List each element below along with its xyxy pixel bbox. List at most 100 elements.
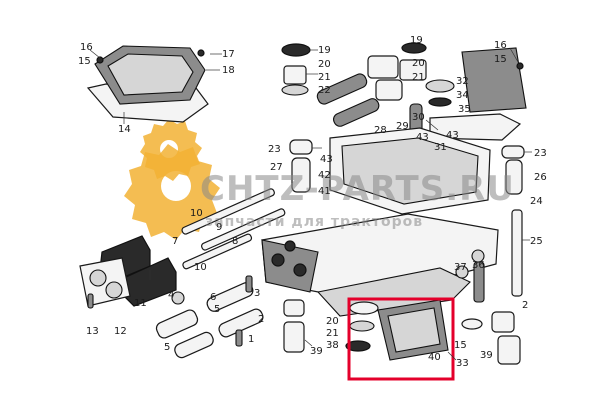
leader — [425, 119, 439, 131]
bushing-2-right — [491, 311, 515, 333]
port-3 — [284, 240, 296, 252]
callout: 15 — [78, 56, 91, 67]
callout: 36 — [472, 260, 485, 271]
housing-top-face — [341, 137, 479, 205]
callout: 27 — [270, 162, 283, 173]
callout: 28 — [374, 125, 387, 136]
callout: 37 — [454, 262, 467, 273]
callout: 39 — [480, 350, 493, 361]
callout: 23 — [268, 144, 281, 155]
callout: 10 — [190, 208, 203, 219]
leader — [509, 47, 519, 63]
ring-38 — [345, 340, 371, 352]
callout: 20 — [318, 59, 331, 70]
sleeve-right-mid — [375, 79, 403, 101]
callout: 39 — [310, 346, 323, 357]
callout: 33 — [456, 358, 469, 369]
callout-numbers: 16 15 17 18 14 19 20 21 22 28 29 30 43 1… — [78, 35, 547, 369]
callout: 38 — [326, 340, 339, 351]
callout: 2 — [258, 314, 264, 325]
valve-spools-left — [281, 43, 423, 141]
cover-plate-40-inner — [387, 307, 441, 353]
left-shafts — [79, 188, 286, 309]
callout: 10 — [194, 262, 207, 273]
callout: 40 — [428, 352, 441, 363]
callout: 41 — [318, 186, 331, 197]
callout: 22 — [318, 85, 331, 96]
sleeve-6 — [218, 308, 264, 338]
callout: 8 — [232, 236, 238, 247]
ring-21-left — [281, 84, 309, 96]
callout: 5 — [214, 304, 220, 315]
sleeve-20-right — [399, 59, 427, 81]
callout: 30 — [412, 112, 425, 123]
callout: 17 — [222, 49, 235, 60]
pin-13 — [87, 293, 94, 309]
callout: 35 — [458, 104, 471, 115]
callout: 21 — [412, 72, 425, 83]
washer-37 — [455, 265, 469, 279]
callout: 43 — [320, 154, 333, 165]
callout: 14 — [118, 124, 131, 135]
washer-7 — [171, 291, 185, 305]
flange-hole-1 — [89, 269, 107, 287]
sleeve-20-left — [283, 65, 307, 85]
callout: 19 — [318, 45, 331, 56]
rod-23-left — [289, 139, 313, 155]
cap-19-left — [281, 43, 311, 57]
callout: 9 — [216, 222, 222, 233]
gear-small-shape — [140, 119, 202, 181]
valve-spools-right — [399, 42, 527, 141]
callout: 26 — [534, 172, 547, 183]
callout: 16 — [80, 42, 93, 53]
leader — [304, 339, 313, 347]
bushing-2-left — [283, 299, 305, 317]
callout: 42 — [318, 170, 331, 181]
filter-cover-inner — [107, 53, 194, 96]
callout: 32 — [456, 76, 469, 87]
watermark-text: CHTZ-PARTS.RU запчасти для тракторов — [200, 169, 515, 230]
spool-28 — [333, 98, 380, 127]
callout: 5 — [164, 342, 170, 353]
sleeve-right-top — [367, 55, 399, 79]
callout: 24 — [530, 196, 543, 207]
callout: 3 — [254, 288, 260, 299]
sleeve-5-left — [155, 309, 199, 339]
callout: 21 — [318, 72, 331, 83]
callout: 25 — [530, 236, 543, 247]
pin-1 — [235, 329, 243, 347]
rod-25 — [511, 209, 523, 297]
pin-3 — [245, 275, 253, 293]
callout: 20 — [326, 316, 339, 327]
ring-20-low — [349, 301, 379, 315]
callout: 12 — [114, 326, 127, 337]
housing-side — [261, 239, 319, 293]
callout: 6 — [210, 292, 216, 303]
leader — [447, 351, 457, 361]
bolt-16-right — [516, 62, 524, 70]
port-2 — [293, 263, 307, 277]
lower-small-parts — [155, 249, 485, 359]
watermark-brand: CHTZ-PARTS.RU — [200, 169, 515, 209]
filter-cover-assembly — [86, 45, 209, 123]
filter-bolt-left — [96, 56, 104, 64]
callout: 4 — [168, 290, 174, 301]
callout: 19 — [410, 35, 423, 46]
callout: 13 — [86, 326, 99, 337]
callout: 31 — [434, 142, 447, 153]
callout: 23 — [534, 148, 547, 159]
leader — [89, 49, 101, 59]
callout: 2 — [522, 300, 528, 311]
callout: 15 — [454, 340, 467, 351]
cover-plate-right — [461, 47, 527, 113]
callout: 21 — [326, 328, 339, 339]
callout: 11 — [134, 298, 147, 309]
sleeve-5-lower — [174, 331, 214, 359]
ring-21-low — [349, 320, 375, 332]
port-1 — [271, 253, 285, 267]
callout: 43 — [416, 132, 429, 143]
callout: 7 — [172, 236, 178, 247]
shaft-10-upper — [181, 188, 275, 235]
highlighted-assembly — [283, 297, 521, 381]
